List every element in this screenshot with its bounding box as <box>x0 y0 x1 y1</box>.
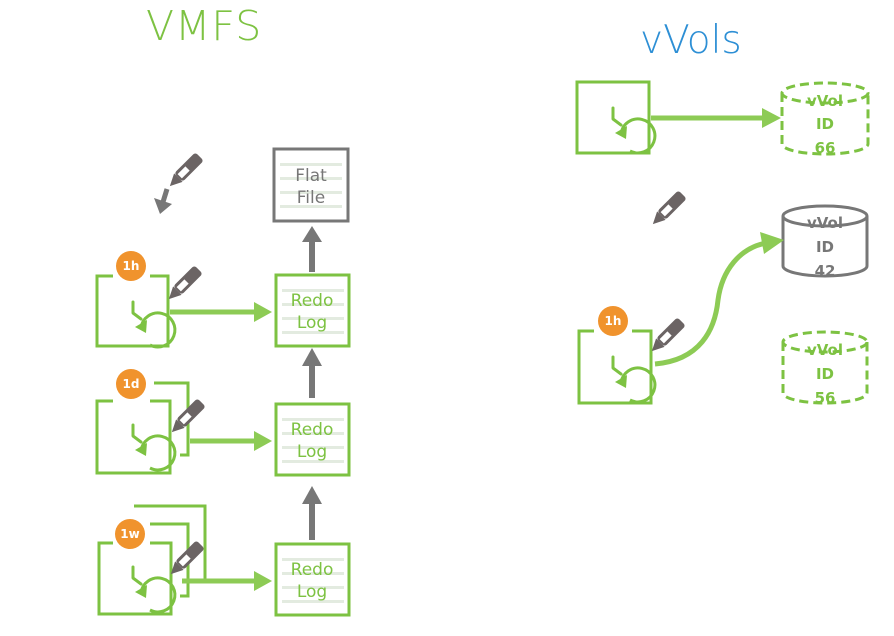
vvol-66-cylinder: vVol ID 66 <box>780 81 870 157</box>
flat-file-label-line1: Flat <box>295 166 327 186</box>
arrow-to-redo-log <box>170 302 272 322</box>
redo-log-label-line2: Log <box>297 582 327 602</box>
clock-refresh-icon <box>131 565 177 614</box>
vvol-label-line1: vVol <box>807 214 843 232</box>
badge <box>115 519 145 549</box>
arrow-to-redo-log <box>190 431 272 451</box>
vvol-label-line2: ID <box>816 115 834 133</box>
vmfs-title: VMFS <box>146 2 263 50</box>
vvol-id: 66 <box>815 139 836 157</box>
redo-log-label-line2: Log <box>297 313 327 333</box>
flat-file-label-line2: File <box>297 188 325 208</box>
snapshot-1w: 1w <box>97 504 207 616</box>
curved-arrow-to-vvol-42 <box>654 232 784 367</box>
up-arrow-to-redo-log-1 <box>302 348 322 398</box>
vvol-label-line1: vVol <box>807 92 843 110</box>
flat-file-box: Flat File <box>272 147 350 223</box>
vvol-label-line2: ID <box>816 365 834 383</box>
badge <box>116 369 146 399</box>
vvol-label-line2: ID <box>816 238 834 256</box>
clock-refresh-icon <box>611 355 657 404</box>
vvols-title: vVols <box>640 18 742 63</box>
redo-log-label-line1: Redo <box>291 560 334 580</box>
redo-log-label-line2: Log <box>297 442 327 462</box>
snapshot-1h: 1h <box>95 251 203 349</box>
pencil-icon <box>647 317 686 356</box>
snapshot-1d: 1d <box>95 369 206 475</box>
redo-log-box: Redo Log <box>274 542 351 617</box>
vvol-snapshot-1h: 1h <box>577 306 686 405</box>
vvol-42-cylinder: vVol ID 42 <box>781 204 869 280</box>
vvol-label-line1: vVol <box>807 341 843 359</box>
redo-log-box: Redo Log <box>274 402 351 477</box>
down-arrow <box>154 188 172 214</box>
redo-log-box: Redo Log <box>274 273 351 348</box>
pencil-icon <box>165 152 204 191</box>
redo-log-label-line1: Redo <box>291 291 334 311</box>
redo-log-label-line1: Redo <box>291 420 334 440</box>
vvol-id: 42 <box>815 262 836 280</box>
badge-label: 1d <box>123 377 140 391</box>
pencil-icon <box>164 265 203 304</box>
up-arrow-to-redo-log-2 <box>302 486 322 540</box>
badge <box>598 306 628 336</box>
badge-label: 1h <box>123 259 140 273</box>
badge <box>116 251 146 281</box>
badge-label: 1w <box>120 527 139 541</box>
arrow-to-vvol-66 <box>651 108 781 128</box>
vvol-snapshot <box>575 80 657 155</box>
arrow-to-redo-log <box>182 571 272 591</box>
vvol-id: 56 <box>815 389 836 407</box>
up-arrow-to-flat-file <box>302 226 322 272</box>
badge-label: 1h <box>605 314 622 328</box>
pencil-icon <box>648 190 687 229</box>
vvol-56-cylinder: vVol ID 56 <box>781 330 869 407</box>
